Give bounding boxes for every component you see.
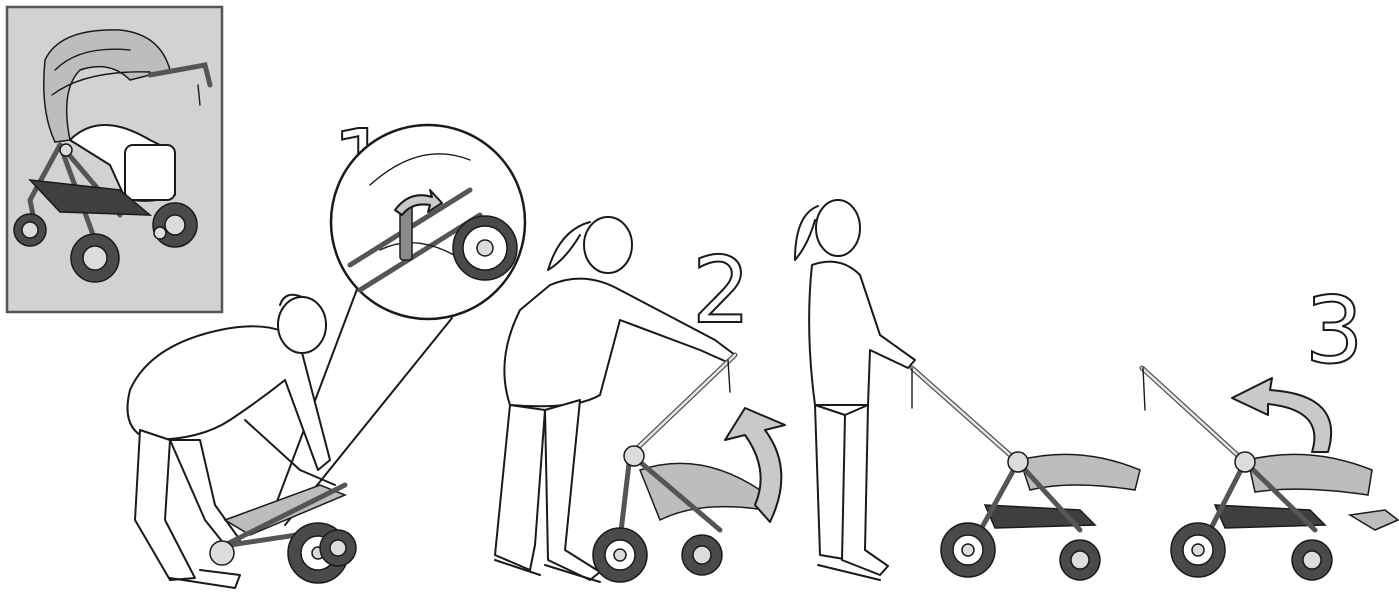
step-2b-group — [795, 200, 1140, 580]
step-2-group: 2 — [495, 217, 785, 582]
curved-arrow-left — [1232, 378, 1331, 452]
step-number-2: 2 — [692, 237, 751, 344]
stroller-thumbnail — [7, 7, 222, 312]
stroller-unfolded-3 — [912, 368, 1140, 580]
step-3-group: 3 — [1142, 277, 1398, 580]
stroller-unfolding-2 — [593, 355, 765, 582]
step-number-3: 3 — [1305, 277, 1364, 384]
person-standing-3 — [795, 200, 915, 580]
